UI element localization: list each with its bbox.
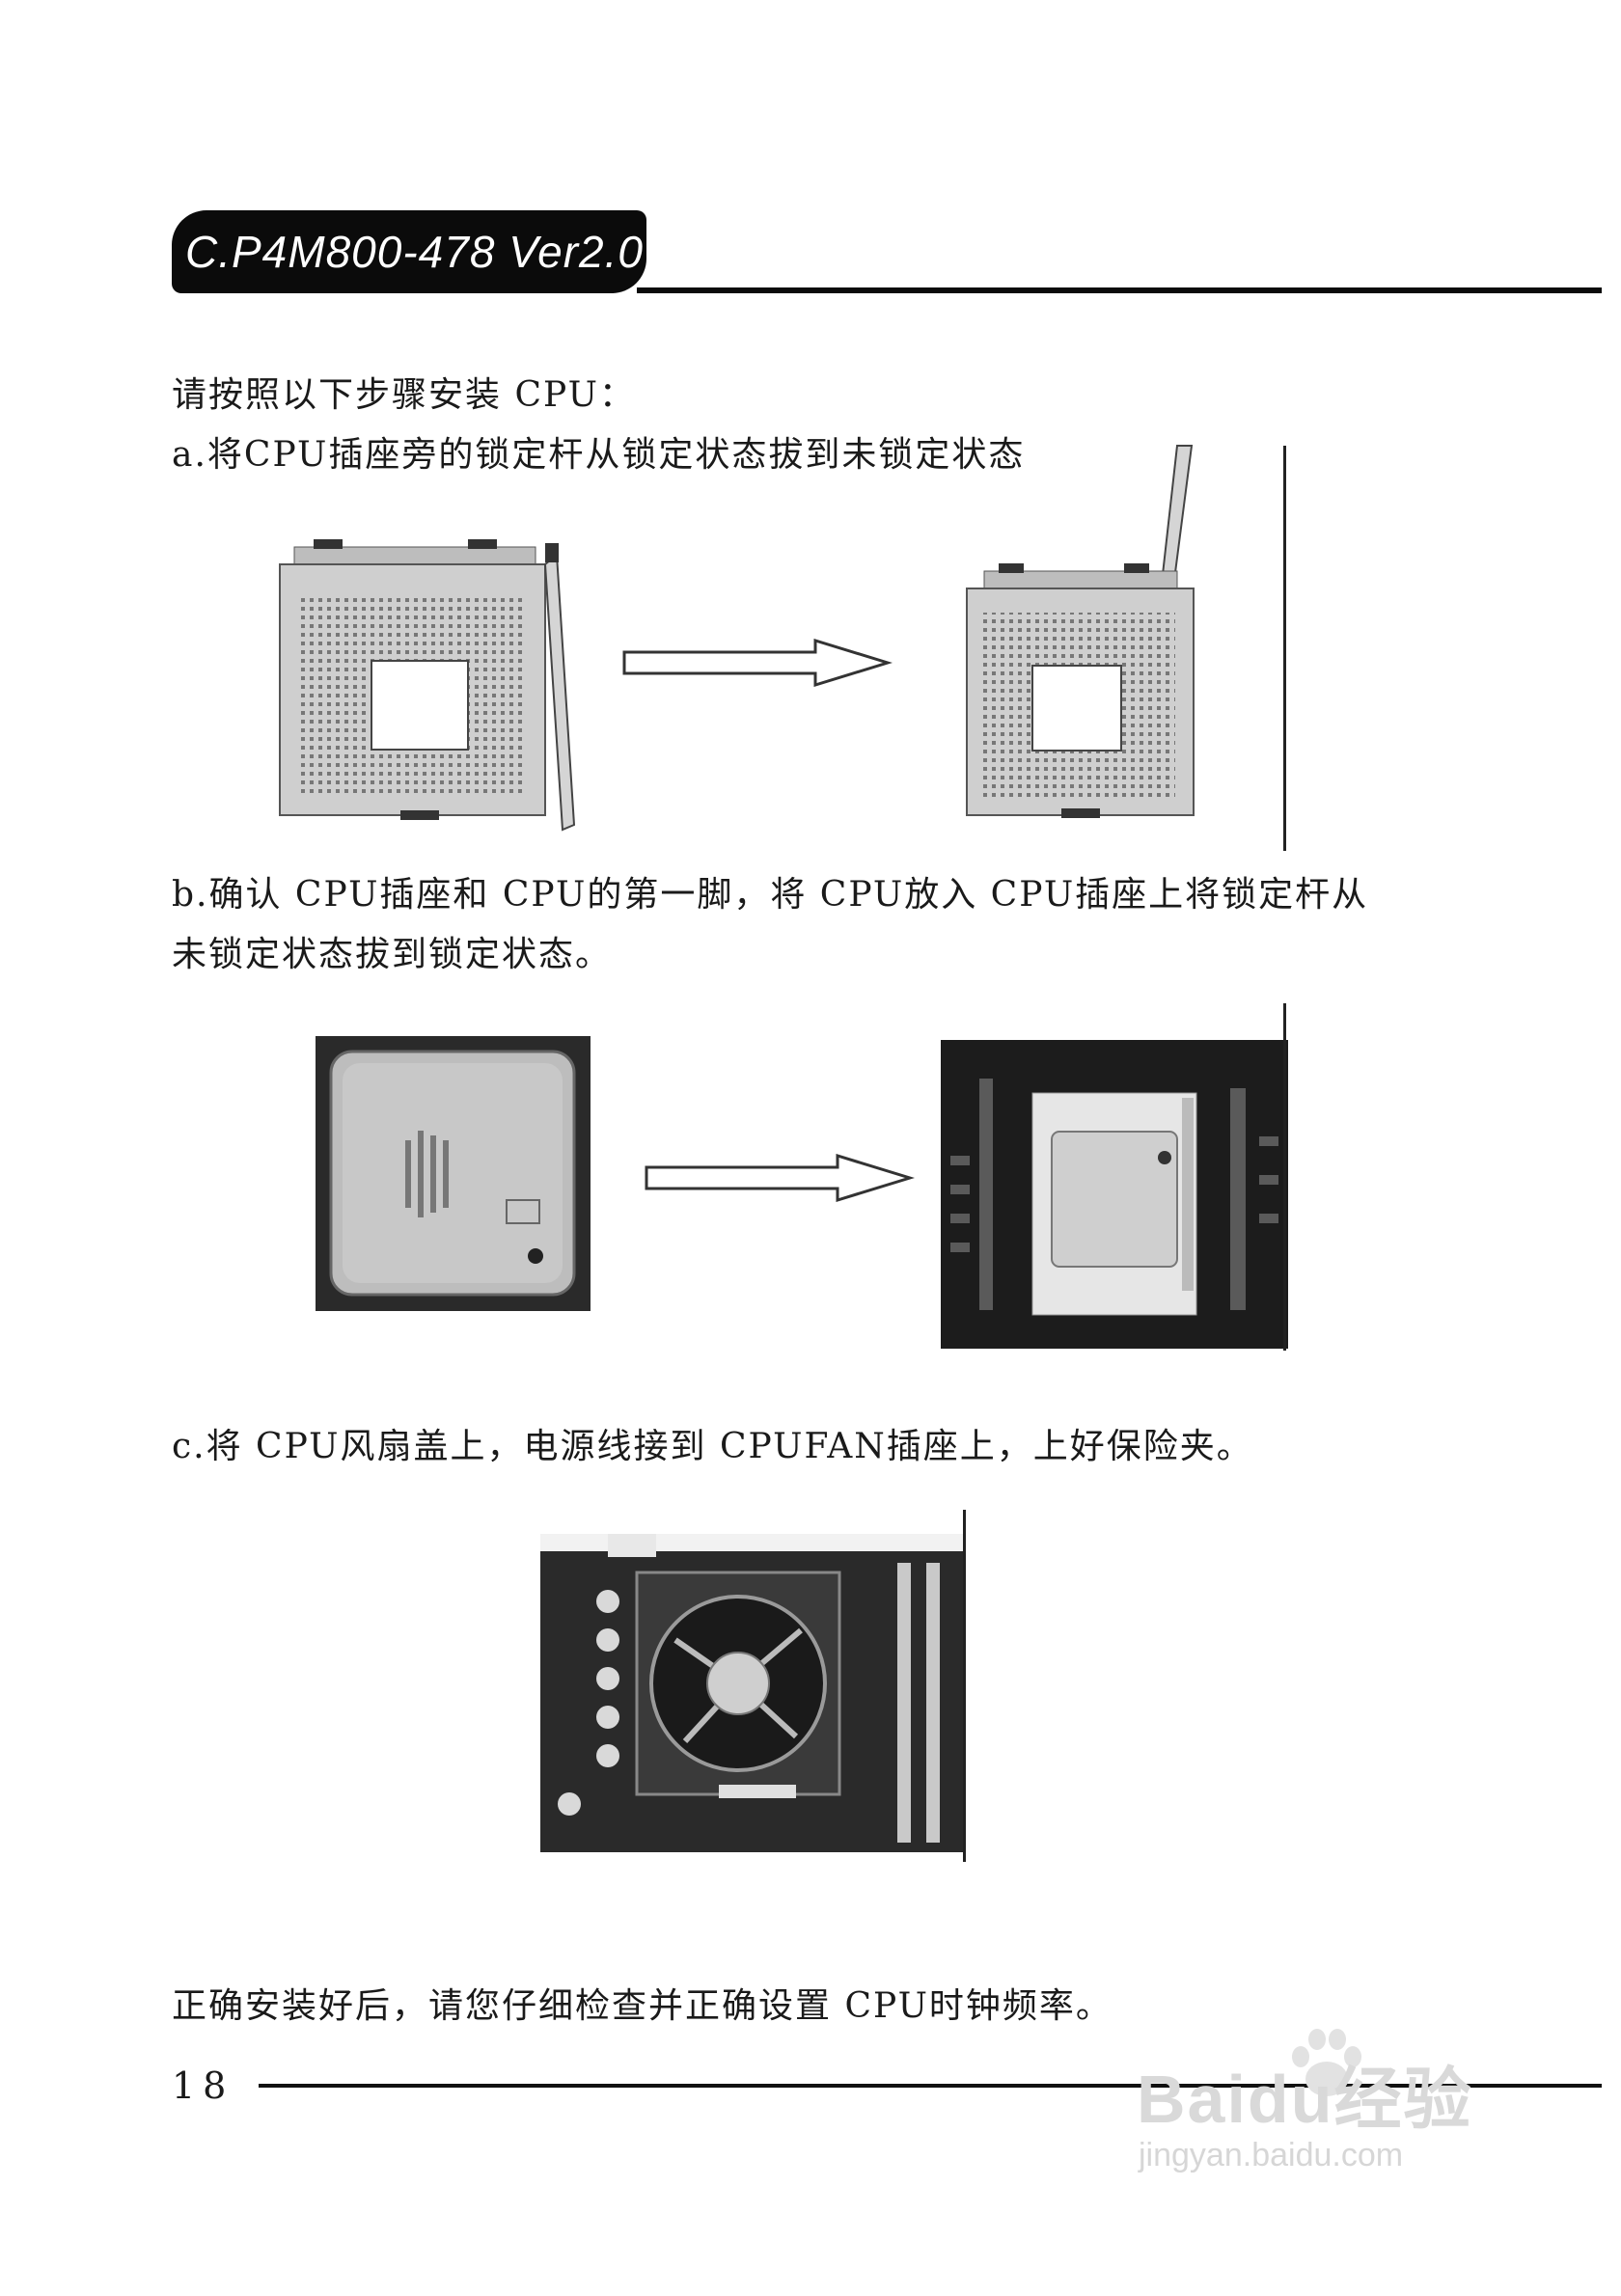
- cpu-socket-locked-image: [279, 539, 576, 832]
- manual-title: C.P4M800-478 Ver2.0: [172, 210, 646, 293]
- cpu-in-socket-image: [941, 1040, 1288, 1349]
- page-number: 18: [172, 2064, 234, 2107]
- margin-line-c: [963, 1510, 966, 1862]
- step-b-line1: b.确认 CPU插座和 CPU的第一脚，将 CPU放入 CPU插座上将锁定杆从: [172, 875, 1369, 915]
- arrow-right-icon: [622, 639, 893, 687]
- paw-icon: [1292, 2029, 1361, 2096]
- cpu-fan-installed-image: [540, 1534, 965, 1852]
- footer-rule: [259, 2084, 1602, 2088]
- step-b-line2: 未锁定状态拔到锁定状态。: [172, 935, 613, 974]
- closing-text: 正确安装好后，请您仔细检查并正确设置 CPU时钟频率。: [172, 1986, 1113, 2026]
- step-a-text: a.将CPU插座旁的锁定杆从锁定状态拔到未锁定状态: [172, 435, 1026, 475]
- step-c-text: c.将 CPU风扇盖上，电源线接到 CPUFAN插座上，上好保险夹。: [172, 1427, 1253, 1466]
- margin-line-a: [1283, 446, 1286, 851]
- arrow-right-icon: [645, 1154, 915, 1202]
- watermark-url: jingyan.baidu.com: [1139, 2137, 1404, 2173]
- cpu-chip-image: [316, 1036, 591, 1311]
- watermark-logo: Baidu经验: [1137, 2062, 1473, 2137]
- cpu-socket-unlocked-image: [966, 445, 1195, 818]
- header-rule: [637, 287, 1602, 293]
- margin-line-b: [1283, 1003, 1286, 1351]
- intro-text: 请按照以下步骤安装 CPU：: [172, 375, 636, 415]
